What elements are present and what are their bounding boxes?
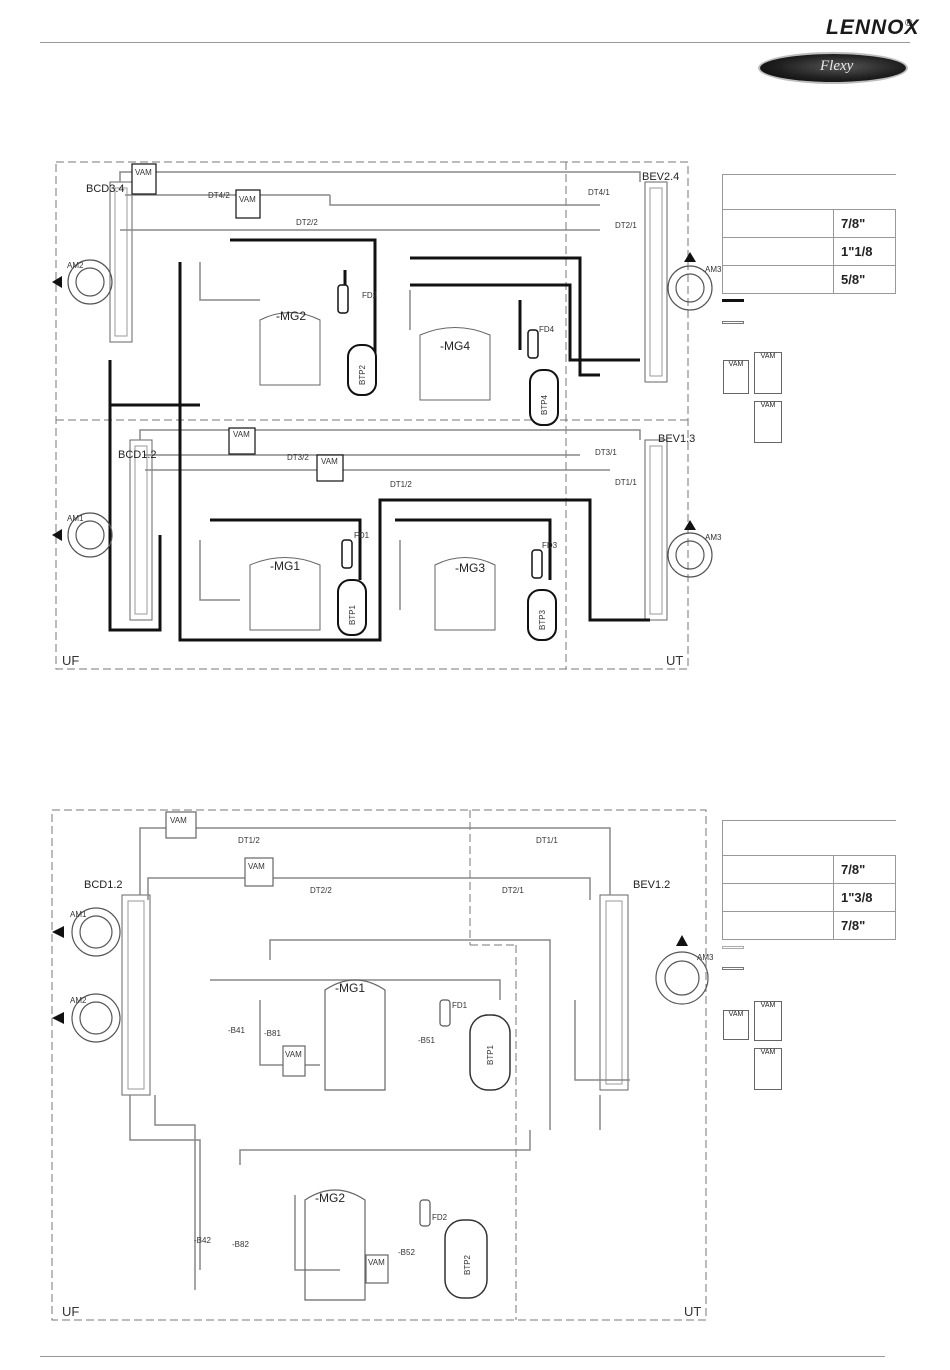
airflow-arrow-icon: [684, 252, 696, 530]
compressor-label: -MG2: [276, 309, 306, 323]
valve-label: VAM: [321, 457, 338, 466]
exchanger-label: BTP4: [540, 394, 549, 415]
coil-label: BEV2.4: [642, 171, 679, 183]
registered-mark: ®: [905, 18, 913, 29]
legend-expansion-valve: VAM: [754, 1048, 782, 1090]
drier-label: FD2: [432, 1213, 448, 1222]
legend-expansion-valve: VAM: [754, 1001, 782, 1041]
pipe-size-table-1: 7/8" 1"1/8 5/8": [722, 174, 896, 294]
product-name: Flexy: [820, 58, 854, 74]
sensor-label: DT2/2: [296, 218, 318, 227]
exchanger-label: BTP1: [348, 604, 357, 625]
drier-label: FD2: [362, 291, 378, 300]
airflow-arrow-icon: [676, 935, 688, 946]
drier-label: FD1: [452, 1001, 468, 1010]
exchanger-label: BTP2: [463, 1254, 472, 1275]
sensor-label: DT2/1: [502, 886, 524, 895]
valve-label: VAM: [248, 862, 265, 871]
compressor-label: -MG1: [335, 981, 365, 995]
sensor-label: DT1/2: [238, 836, 260, 845]
legend-liquid-line: [722, 946, 744, 949]
zone-label-right: UT: [666, 653, 683, 668]
pipe-size-cell: 1"1/8: [833, 237, 896, 266]
coil-label: BCD1.2: [118, 449, 157, 461]
product-badge: [760, 54, 906, 82]
zone-label-left: UF: [62, 653, 79, 668]
coil-label: BEV1.2: [633, 879, 670, 891]
fan-label: AM2: [67, 261, 84, 270]
probe-label: -B41: [228, 1026, 245, 1035]
probe-label: -B82: [232, 1240, 249, 1249]
legend-expansion-valve: VAM: [754, 352, 782, 394]
pipe-size-cell: 1"3/8: [833, 883, 896, 912]
legend-gas-line: [722, 967, 744, 970]
header-divider: [40, 42, 910, 43]
legend-expansion-valve: VAM: [754, 401, 782, 443]
compressor-label: -MG3: [455, 561, 485, 575]
coil-label: BEV1.3: [658, 433, 695, 445]
coil-label: BCD3.4: [86, 183, 125, 195]
valve-label: VAM: [170, 816, 187, 825]
footer-divider: [40, 1356, 885, 1357]
valve-label: VAM: [239, 195, 256, 204]
exchanger-label: BTP2: [358, 364, 367, 385]
legend-valve: VAM: [723, 1010, 749, 1040]
pipe-size-cell: 7/8": [833, 855, 896, 884]
drier-label: FD1: [354, 531, 370, 540]
fan-label: AM3: [705, 265, 722, 274]
pipe-size-cell: 7/8": [833, 911, 896, 940]
pipe-size-cell: 7/8": [833, 209, 896, 238]
sensor-label: DT4/1: [588, 188, 610, 197]
fan-label: AM3: [697, 953, 714, 962]
sensor-label: DT3/2: [287, 453, 309, 462]
fan-label: AM3: [705, 533, 722, 542]
fan-label: AM2: [70, 996, 87, 1005]
probe-label: -B51: [418, 1036, 435, 1045]
legend-valve: VAM: [723, 360, 749, 394]
sensor-label: DT1/2: [390, 480, 412, 489]
sensor-label: DT1/1: [615, 478, 637, 487]
probe-label: -B81: [264, 1029, 281, 1038]
exchanger-label: BTP3: [538, 609, 547, 630]
valve-label: VAM: [368, 1258, 385, 1267]
compressor-label: -MG2: [315, 1191, 345, 1205]
compressor-label: -MG4: [440, 339, 470, 353]
brand-logo: LENNOX: [826, 16, 920, 39]
zone-label-left: UF: [62, 1304, 79, 1319]
sensor-label: DT2/1: [615, 221, 637, 230]
exchanger-label: BTP1: [486, 1044, 495, 1065]
fan-label: AM1: [67, 514, 84, 523]
valve-label: VAM: [285, 1050, 302, 1059]
valve-label: VAM: [233, 430, 250, 439]
valve-label: VAM: [135, 168, 152, 177]
legend-liquid-line: [722, 299, 744, 302]
sensor-label: DT4/2: [208, 191, 230, 200]
probe-label: -B52: [398, 1248, 415, 1257]
fan-label: AM1: [70, 910, 87, 919]
drier-label: FD4: [539, 325, 555, 334]
compressor-label: -MG1: [270, 559, 300, 573]
airflow-arrow-icon: [52, 926, 64, 1024]
coil-label: BCD1.2: [84, 879, 123, 891]
drier-label: FD3: [542, 541, 558, 550]
sensor-label: DT3/1: [595, 448, 617, 457]
airflow-arrow-icon: [52, 276, 62, 541]
sensor-label: DT2/2: [310, 886, 332, 895]
pipe-size-table-2: 7/8" 1"3/8 7/8": [722, 820, 896, 940]
zone-label-right: UT: [684, 1304, 701, 1319]
pipe-size-cell: 5/8": [833, 265, 896, 294]
sensor-label: DT1/1: [536, 836, 558, 845]
probe-label: -B42: [194, 1236, 211, 1245]
legend-gas-line: [722, 321, 744, 324]
